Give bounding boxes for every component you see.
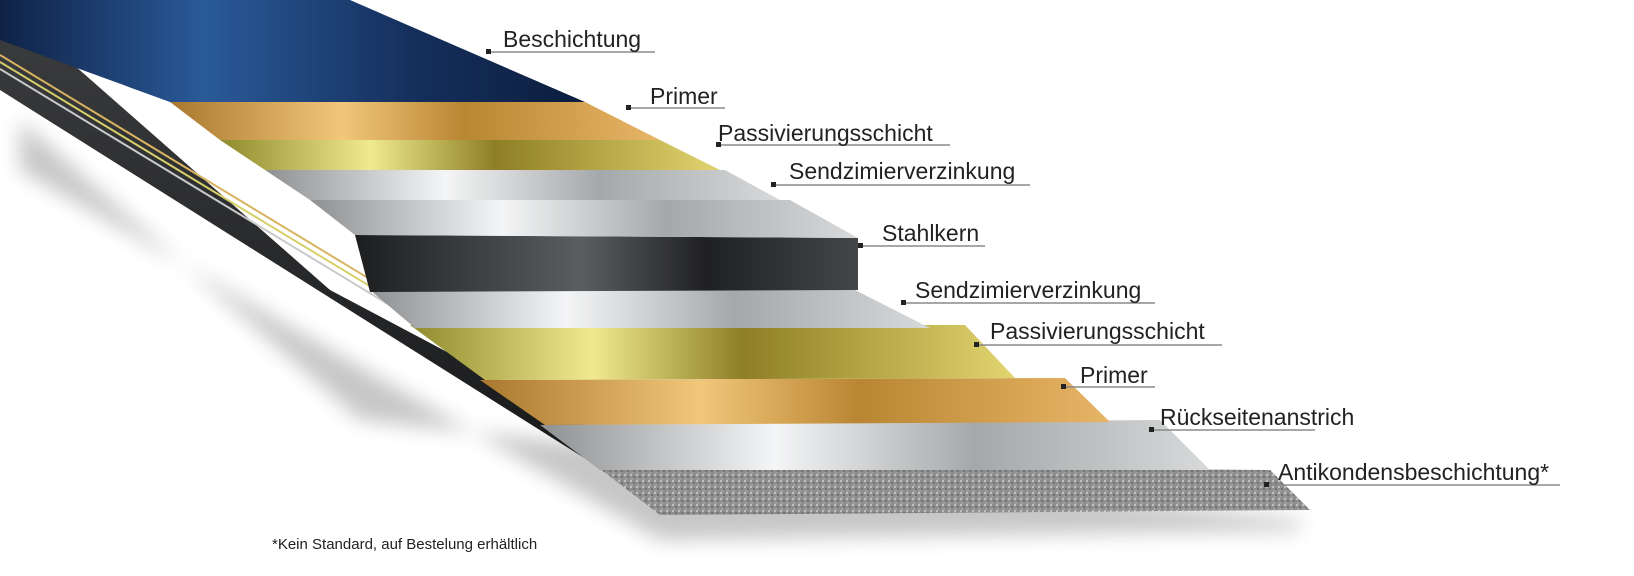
label-antikondens: Antikondensbeschichtung* — [1278, 459, 1550, 485]
label-passivation-bottom: Passivierungsschicht — [990, 318, 1205, 344]
label-zinc-bottom: Sendzimierverzinkung — [915, 277, 1142, 303]
layer-steel-front — [355, 235, 858, 292]
layer-steel-top — [310, 200, 858, 238]
label-beschichtung: Beschichtung — [503, 26, 642, 52]
layer-zinc-bottom — [370, 290, 930, 328]
layer-rueckseite — [540, 420, 1210, 470]
layer-antikondens — [595, 465, 1310, 515]
label-stahlkern: Stahlkern — [882, 220, 980, 246]
layer-zinc-top — [265, 170, 780, 200]
label-primer-bottom: Primer — [1080, 362, 1148, 388]
layer-passivation-bottom — [410, 325, 1015, 380]
label-primer-top: Primer — [650, 83, 718, 109]
label-zinc-top: Sendzimierverzinkung — [789, 158, 1016, 184]
layer-primer-bottom — [480, 378, 1110, 425]
label-passivation-top: Passivierungsschicht — [718, 120, 933, 146]
layer-primer-top — [170, 102, 660, 140]
leader-dots — [486, 49, 1269, 487]
layer-passivation-top — [220, 140, 720, 170]
leader-lines — [490, 51, 1560, 486]
footnote: *Kein Standard, auf Bestelung erhältlich — [272, 536, 538, 553]
label-rueckseite: Rückseitenanstrich — [1160, 404, 1355, 430]
layer-beschichtung — [0, 0, 585, 102]
